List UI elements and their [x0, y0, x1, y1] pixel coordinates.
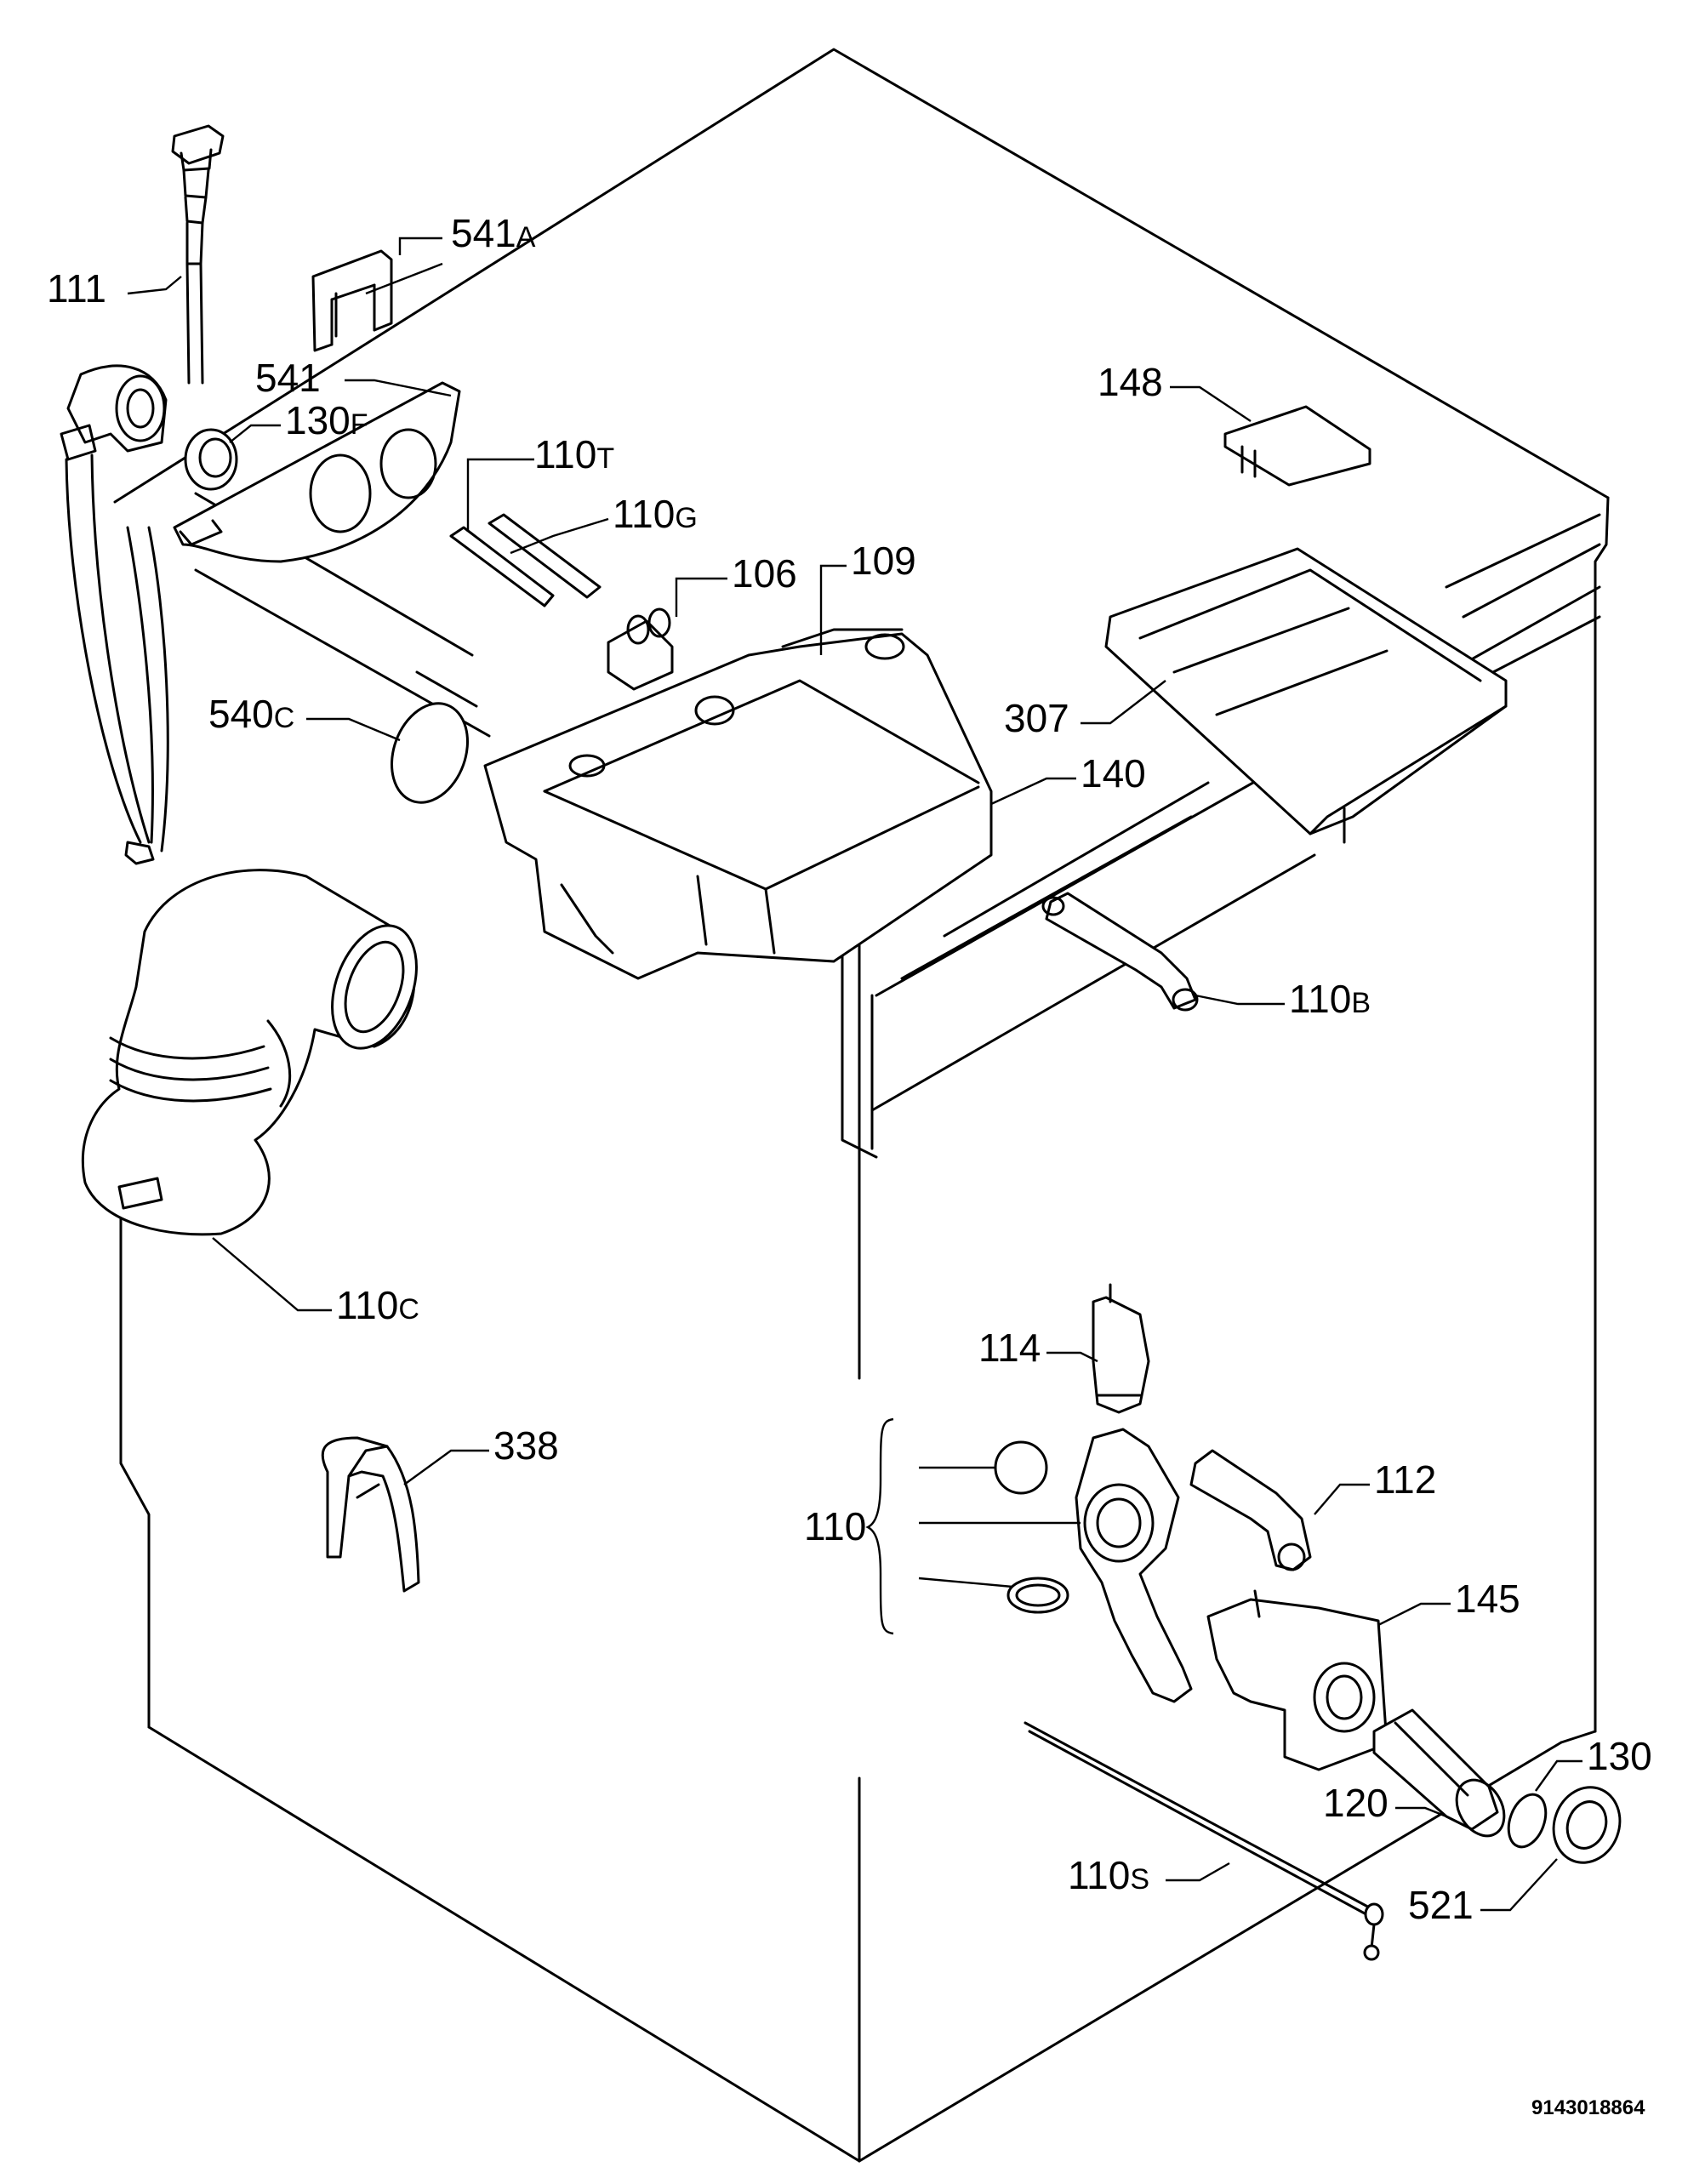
ring-130 — [1507, 1793, 1548, 1849]
inlet-hose-111 — [60, 124, 225, 865]
bracket-541 — [173, 381, 461, 563]
label-148: 148 — [1098, 360, 1163, 404]
part-labels: 111 541A 541 130F 110T 110G 106 109 148 … — [47, 211, 1652, 2119]
part-148 — [1223, 405, 1371, 487]
label-541a: 541A — [451, 211, 536, 255]
leader-lines — [127, 237, 1582, 1912]
label-110b: 110B — [1289, 977, 1371, 1021]
label-106: 106 — [732, 551, 797, 596]
label-130f: 130F — [285, 398, 368, 442]
rod-110s — [1024, 1721, 1384, 1961]
clip-541a — [311, 249, 393, 352]
hose-112 — [1189, 1449, 1312, 1571]
label-145: 145 — [1455, 1577, 1520, 1621]
label-110: 110 — [804, 1504, 866, 1548]
label-120: 120 — [1323, 1781, 1389, 1825]
ring-540c — [391, 702, 469, 804]
hose-110b — [1041, 892, 1199, 1012]
pump-145 — [1206, 1589, 1389, 1771]
tubes-110t-110g — [449, 513, 602, 607]
label-338: 338 — [493, 1423, 559, 1468]
label-130: 130 — [1587, 1734, 1652, 1778]
bellows-110c — [81, 869, 418, 1236]
label-521: 521 — [1408, 1883, 1474, 1927]
label-307: 307 — [1004, 696, 1069, 740]
label-114: 114 — [978, 1326, 1041, 1370]
label-110t: 110T — [534, 432, 614, 476]
cap-521 — [1552, 1786, 1622, 1864]
dispenser-housing-109 — [483, 628, 993, 980]
label-140: 140 — [1081, 751, 1146, 795]
label-541: 541 — [255, 356, 321, 400]
document-number: 9143018864 — [1531, 2096, 1645, 2119]
valve-106 — [607, 607, 674, 691]
nut-130f — [184, 428, 238, 491]
label-110s: 110S — [1068, 1853, 1149, 1897]
clip-338 — [321, 1436, 420, 1593]
label-540c: 540C — [208, 692, 294, 736]
filter-120 — [1372, 1708, 1506, 1838]
label-110c: 110C — [336, 1283, 419, 1327]
drawer-frame-307 — [1104, 547, 1508, 844]
cabinet-outline — [113, 48, 1610, 2163]
part-114 — [1092, 1283, 1150, 1414]
drain-part-110 — [994, 1428, 1193, 1703]
label-111: 111 — [47, 266, 106, 311]
label-109: 109 — [851, 539, 916, 583]
label-112: 112 — [1374, 1457, 1436, 1502]
label-110g: 110G — [613, 492, 698, 536]
